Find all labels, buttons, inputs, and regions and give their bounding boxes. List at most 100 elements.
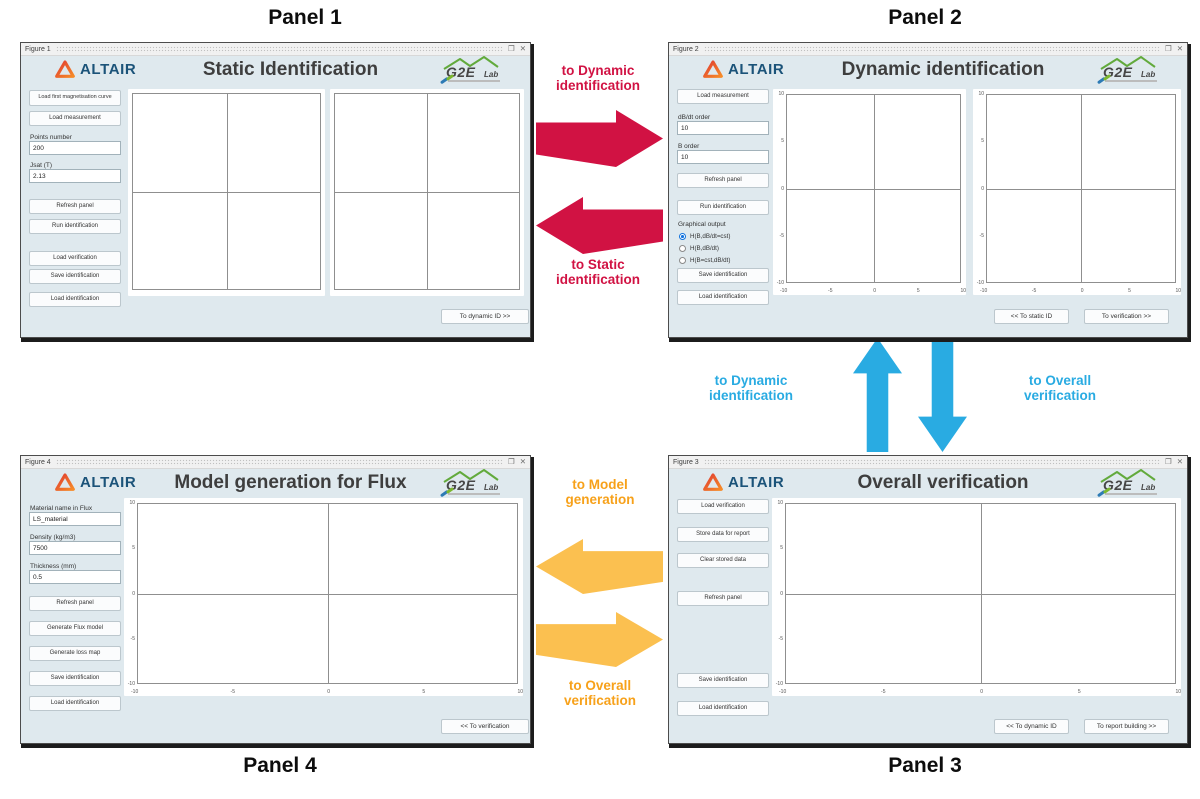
- static-plot-right: [330, 89, 524, 296]
- altair-wordmark: ALTAIR: [728, 473, 785, 491]
- load-identification-button[interactable]: Load identification: [677, 701, 769, 716]
- window-title: Overall verification: [857, 472, 1029, 493]
- to-verification-button[interactable]: To verification >>: [1084, 309, 1169, 324]
- g2e-lab-logo: G2E Lab: [439, 468, 518, 500]
- close-icon[interactable]: ✕: [1176, 44, 1183, 54]
- plot-axes: [986, 94, 1176, 283]
- radio-label: H(B,dB/dt): [690, 245, 719, 252]
- g2e-lab-suffix: Lab: [484, 483, 499, 492]
- tick-label: 0: [327, 689, 331, 695]
- altair-wordmark: ALTAIR: [80, 473, 137, 491]
- load-identification-button[interactable]: Load identification: [677, 290, 769, 305]
- tick-label: 10: [978, 91, 984, 97]
- to-report-building-button[interactable]: To report building >>: [1084, 719, 1169, 734]
- tick-label: -10: [127, 681, 135, 687]
- refresh-panel-button[interactable]: Refresh panel: [677, 173, 769, 188]
- tick-label: -10: [779, 689, 787, 695]
- g2e-tagline: [1105, 493, 1157, 495]
- tick-label: 10: [1175, 288, 1181, 294]
- arrow-left-to-static-icon: [536, 197, 663, 254]
- load-identification-button[interactable]: Load identification: [29, 292, 121, 307]
- save-identification-button[interactable]: Save identification: [677, 268, 769, 283]
- store-data-for-report-button[interactable]: Store data for report: [677, 527, 769, 542]
- titlebar[interactable]: Figure 1 ❐ ✕: [21, 43, 530, 56]
- tick-label: 10: [517, 689, 523, 695]
- titlebar-dots: [703, 458, 1160, 466]
- close-icon[interactable]: ✕: [519, 457, 526, 467]
- refresh-panel-button[interactable]: Refresh panel: [29, 199, 121, 214]
- jsat-input[interactable]: [29, 169, 121, 183]
- window-static-identification: Figure 1 ❐ ✕ ALTAIR Static Identificatio…: [20, 42, 531, 338]
- dbdt-order-input[interactable]: [677, 121, 769, 135]
- close-icon[interactable]: ✕: [519, 44, 526, 54]
- load-measurement-button[interactable]: Load measurement: [677, 89, 769, 104]
- thickness-label: Thickness (mm): [30, 563, 77, 570]
- undock-icon[interactable]: ❐: [507, 457, 515, 467]
- g2e-lab-suffix: Lab: [484, 70, 499, 79]
- flow-label-to-dynamic-blue: to Dynamic identification: [709, 373, 793, 404]
- thickness-input[interactable]: [29, 570, 121, 584]
- radio-hb-dbdt-cst[interactable]: H(B,dB/dt=cst): [679, 232, 730, 241]
- density-label: Density (kg/m3): [30, 534, 76, 541]
- to-dynamic-id-button[interactable]: To dynamic ID >>: [441, 309, 529, 324]
- tick-label: -10: [775, 681, 783, 687]
- to-verification-button[interactable]: << To verification: [441, 719, 529, 734]
- close-icon[interactable]: ✕: [1176, 457, 1183, 467]
- save-identification-button[interactable]: Save identification: [29, 269, 121, 284]
- save-identification-button[interactable]: Save identification: [29, 671, 121, 686]
- flow-label-to-static-red: to Static identification: [556, 257, 640, 288]
- caption-panel-2: Panel 2: [888, 6, 962, 29]
- tick-label: -5: [779, 232, 784, 239]
- arrow-down-to-overall-icon: [918, 338, 967, 452]
- clear-stored-data-button[interactable]: Clear stored data: [677, 553, 769, 568]
- window-model-generation: Figure 4 ❐ ✕ ALTAIR Model generation for…: [20, 455, 531, 744]
- tick-label: 10: [777, 500, 783, 506]
- load-first-magnetisation-curve-button[interactable]: Load first magnetisation curve: [29, 90, 121, 106]
- load-verification-button[interactable]: Load verification: [677, 499, 769, 514]
- titlebar[interactable]: Figure 2 ❐ ✕: [669, 43, 1187, 56]
- density-input[interactable]: [29, 541, 121, 555]
- run-identification-button[interactable]: Run identification: [677, 200, 769, 215]
- dbdt-order-label: dB/dt order: [678, 114, 711, 121]
- refresh-panel-button[interactable]: Refresh panel: [29, 596, 121, 611]
- altair-wordmark: ALTAIR: [80, 60, 137, 78]
- load-identification-button[interactable]: Load identification: [29, 696, 121, 711]
- tick-label: 0: [132, 590, 135, 597]
- g2e-mountain-icon: [1100, 469, 1156, 483]
- undock-icon[interactable]: ❐: [1164, 457, 1172, 467]
- to-static-id-button[interactable]: << To static ID: [994, 309, 1069, 324]
- plot-axes: [334, 93, 520, 290]
- altair-logo: ALTAIR: [55, 473, 136, 491]
- material-name-input[interactable]: [29, 512, 121, 526]
- generate-loss-map-button[interactable]: Generate loss map: [29, 646, 121, 661]
- generate-flux-model-button[interactable]: Generate Flux model: [29, 621, 121, 636]
- titlebar[interactable]: Figure 4 ❐ ✕: [21, 456, 530, 469]
- load-measurement-button[interactable]: Load measurement: [29, 111, 121, 126]
- to-dynamic-id-button[interactable]: << To dynamic ID: [994, 719, 1069, 734]
- tick-label: 10: [960, 288, 966, 294]
- radio-hbcst-dbdt[interactable]: H(B=cst,dB/dt): [679, 256, 730, 265]
- tick-label: 0: [780, 590, 783, 597]
- tick-label: 0: [1080, 288, 1084, 294]
- load-verification-button[interactable]: Load verification: [29, 251, 121, 266]
- plot-axes: [785, 503, 1176, 684]
- radio-label: H(B=cst,dB/dt): [690, 257, 731, 264]
- run-identification-button[interactable]: Run identification: [29, 219, 121, 234]
- radio-hb-dbdt[interactable]: H(B,dB/dt): [679, 244, 719, 253]
- b-order-input[interactable]: [677, 150, 769, 164]
- undock-icon[interactable]: ❐: [1164, 44, 1172, 54]
- radio-icon: [679, 233, 686, 240]
- tick-label: 5: [132, 545, 135, 552]
- points-number-input[interactable]: [29, 141, 121, 155]
- flow-label-to-overall-blue: to Overall verification: [1023, 373, 1097, 404]
- undock-icon[interactable]: ❐: [507, 44, 515, 54]
- flow-label-to-overall-yellow: to Overall verification: [563, 678, 637, 709]
- flow-label-to-model-yellow: to Model generation: [565, 477, 635, 508]
- save-identification-button[interactable]: Save identification: [677, 673, 769, 688]
- titlebar[interactable]: Figure 3 ❐ ✕: [669, 456, 1187, 469]
- refresh-panel-button[interactable]: Refresh panel: [677, 591, 769, 606]
